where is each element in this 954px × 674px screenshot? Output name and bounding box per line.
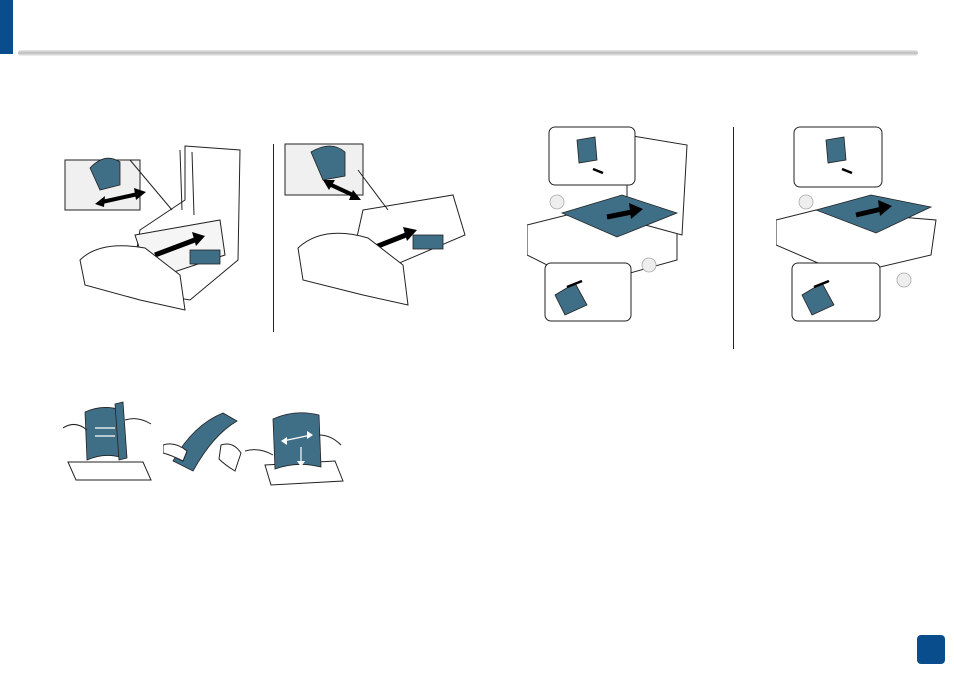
paper-load-illustration-1 [527,125,692,323]
column-divider-2 [733,127,734,349]
column-divider-1 [273,144,274,332]
paper-straighten-illustration [245,405,345,487]
paper-fan-illustration [163,405,243,475]
paper-flex-illustration [63,400,153,484]
page-number-badge [917,635,945,664]
paper-load-illustration-2 [776,125,941,323]
tray-guide-illustration-1 [60,140,250,312]
chapter-tab [0,0,13,54]
header-divider [18,50,918,56]
tray-guide-illustration-2 [283,140,473,312]
